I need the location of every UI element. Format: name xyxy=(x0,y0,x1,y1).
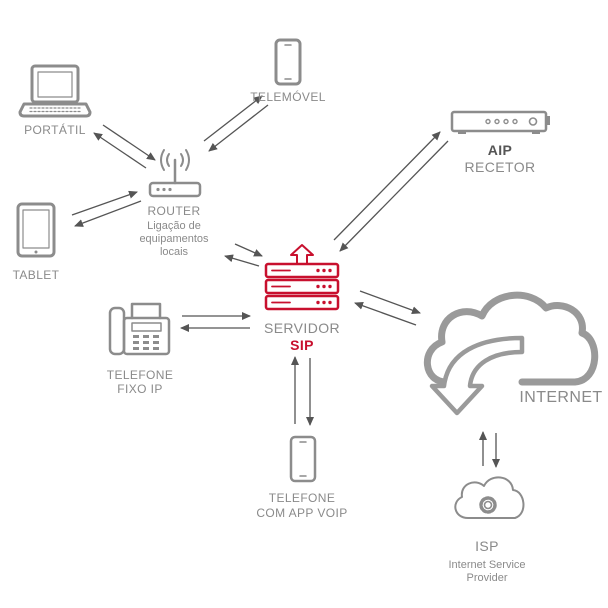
arrow-server-internet xyxy=(354,290,421,326)
mobile-label: TELEMÓVEL xyxy=(250,89,326,104)
laptop-icon xyxy=(18,64,92,118)
node-isp: ISP Internet Service Provider xyxy=(448,476,526,584)
router-description-line: Ligação de xyxy=(147,220,201,232)
cloud-gear-icon xyxy=(454,476,525,519)
arrow-to-router xyxy=(208,104,269,152)
server-label: SERVIDOR xyxy=(264,320,340,336)
arrow-aip-server xyxy=(333,131,449,252)
arrow-mobile-router xyxy=(203,95,269,152)
node-voip-phone: TELEFONE COM APP VOIP xyxy=(256,435,347,520)
fixed-phone-label-line: TELEFONE xyxy=(107,368,174,382)
node-router: ROUTER Ligação de equipamentos locais xyxy=(139,149,209,258)
isp-description-line: Internet Service xyxy=(448,559,525,571)
arrow-to-router xyxy=(102,124,156,161)
smartphone-icon xyxy=(289,435,317,483)
voip-phone-label-line: COM APP VOIP xyxy=(256,506,347,520)
node-mobile: TELEMÓVEL xyxy=(250,38,326,104)
arrow-to-mobile xyxy=(203,95,263,142)
desk-phone-icon xyxy=(108,302,171,356)
arrow-to-router xyxy=(71,190,138,216)
node-internet: INTERNET xyxy=(423,291,602,416)
arrow-to-router xyxy=(224,254,260,267)
server-label-bold: SIP xyxy=(290,337,314,353)
node-tablet: TABLET xyxy=(13,202,60,282)
node-laptop: PORTÁTIL xyxy=(18,64,92,137)
server-icon xyxy=(264,244,340,311)
voip-phone-label-line: TELEFONE xyxy=(269,491,336,505)
arrow-fixed-phone-server xyxy=(180,312,251,332)
router-icon xyxy=(148,149,202,198)
router-description-line: equipamentos xyxy=(139,233,209,245)
arrow-laptop-router xyxy=(93,124,156,169)
arrow-to-server xyxy=(234,243,263,257)
node-aip: AIP RECETOR xyxy=(450,110,550,175)
laptop-label: PORTÁTIL xyxy=(24,122,86,137)
arrow-to-tablet xyxy=(74,200,142,227)
arrow-to-internet xyxy=(359,290,421,315)
arrow-to-aip xyxy=(333,131,441,241)
tablet-label: TABLET xyxy=(13,268,60,282)
cloud-download-icon xyxy=(423,291,599,416)
node-fixed-phone: TELEFONE FIXO IP xyxy=(107,302,174,396)
smartphone-icon xyxy=(274,38,302,86)
arrow-internet-isp xyxy=(479,431,500,468)
node-server: SERVIDOR SIP xyxy=(264,244,340,353)
arrows xyxy=(71,95,500,468)
aip-label-bold: AIP xyxy=(488,142,513,158)
isp-description-line: Provider xyxy=(467,572,508,584)
fixed-phone-label-line: FIXO IP xyxy=(117,382,162,396)
router-label: ROUTER xyxy=(147,204,200,218)
internet-label: INTERNET xyxy=(519,389,602,406)
arrow-router-server xyxy=(224,243,263,267)
arrow-server-voip-phone xyxy=(291,356,314,426)
aip-label: RECETOR xyxy=(465,159,536,175)
arrow-to-laptop xyxy=(93,132,147,169)
arrow-tablet-router xyxy=(71,190,142,227)
receiver-icon xyxy=(450,110,550,134)
arrow-to-server xyxy=(354,301,417,326)
arrow-to-server xyxy=(339,140,449,252)
tablet-icon xyxy=(16,202,56,258)
router-description-line: locais xyxy=(160,246,189,258)
isp-label: ISP xyxy=(475,538,499,554)
